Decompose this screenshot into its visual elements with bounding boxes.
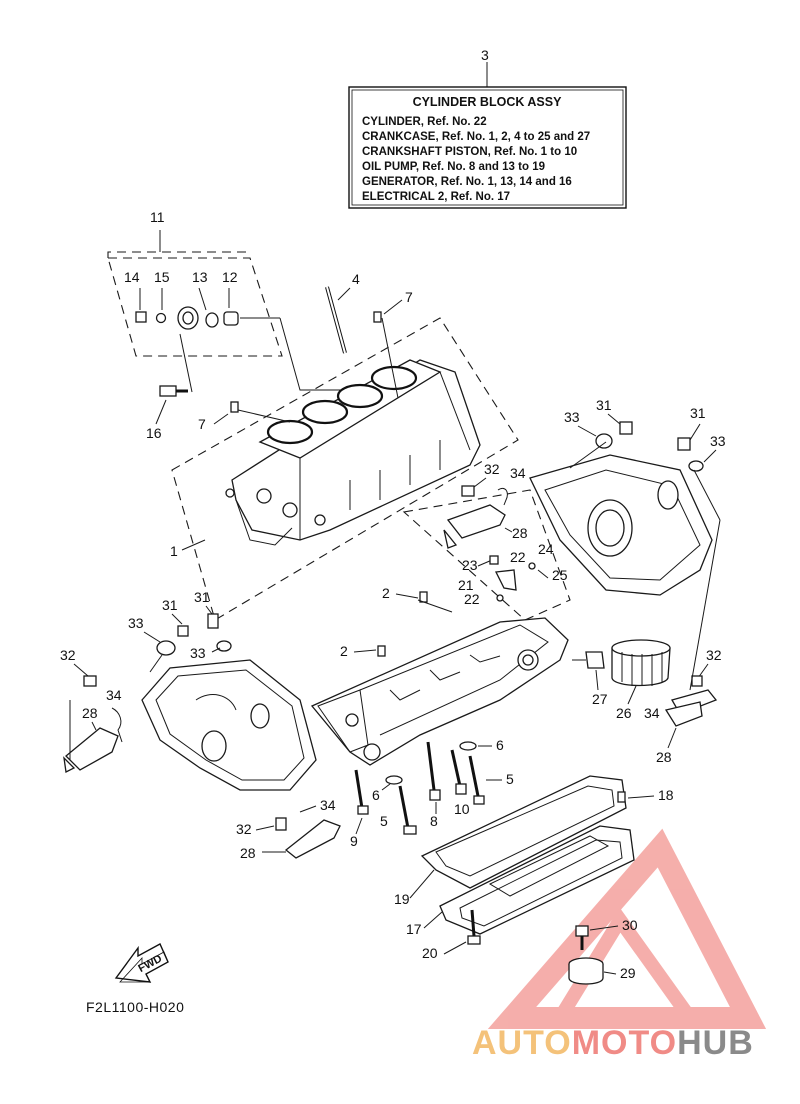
info-line-3: CRANKSHAFT PISTON, Ref. No. 1 to 10 xyxy=(362,146,577,158)
bracket-group-middle: 32 34 28 xyxy=(443,461,528,549)
callout-13: 13 xyxy=(192,269,208,285)
callout-33-left-a: 33 xyxy=(128,615,144,631)
callout-34-right: 34 xyxy=(644,705,660,721)
callout-27: 27 xyxy=(592,691,608,707)
info-box-title: CYLINDER BLOCK ASSY xyxy=(413,95,563,109)
callout-22-a: 22 xyxy=(510,549,526,565)
callout-34-left: 34 xyxy=(106,687,122,703)
callout-31-right-a: 31 xyxy=(596,397,612,413)
info-line-4: OIL PUMP, Ref. No. 8 and 13 to 19 xyxy=(362,161,545,173)
callout-31-left-b: 31 xyxy=(194,589,210,605)
watermark-part-3: HUB xyxy=(677,1024,754,1062)
callout-10: 10 xyxy=(454,801,470,817)
oil-pan-group: 18 19 17 20 xyxy=(394,775,674,961)
callout-21: 21 xyxy=(458,577,474,593)
callout-33-left-b: 33 xyxy=(190,645,206,661)
fwd-arrow-icon: FWD xyxy=(114,943,169,983)
oil-filter-group: 27 26 xyxy=(572,639,671,721)
generator-cover-right: 33 31 31 33 xyxy=(529,397,726,596)
callout-31-left-a: 31 xyxy=(162,597,178,613)
callout-20: 20 xyxy=(422,945,438,961)
info-line-5: GENERATOR, Ref. No. 1, 13, 14 and 16 xyxy=(362,176,572,188)
callout-29: 29 xyxy=(620,965,636,981)
drain-group: 30 29 xyxy=(568,917,638,985)
watermark-part-2: MOTO xyxy=(572,1024,677,1062)
crankcase-upper-group: 1 7 xyxy=(170,317,519,621)
callout-33-right-b: 33 xyxy=(710,433,726,449)
callout-34-mid: 34 xyxy=(510,465,526,481)
callout-30: 30 xyxy=(622,917,638,933)
callout-17: 17 xyxy=(406,921,422,937)
callout-32-left: 32 xyxy=(60,647,76,663)
callout-24: 24 xyxy=(538,541,554,557)
callout-4: 4 xyxy=(352,271,360,287)
assembly-info-box: 3 CYLINDER BLOCK ASSY CYLINDER, Ref. No.… xyxy=(348,47,627,209)
callout-7-lower: 7 xyxy=(198,416,206,432)
callout-28-mid: 28 xyxy=(512,525,528,541)
callout-18: 18 xyxy=(658,787,674,803)
callout-34-lower: 34 xyxy=(320,797,336,813)
callout-6-left: 6 xyxy=(372,787,380,803)
callout-19: 19 xyxy=(394,891,410,907)
callout-9: 9 xyxy=(350,833,358,849)
callout-31-right-b: 31 xyxy=(690,405,706,421)
callout-32-mid: 32 xyxy=(484,461,500,477)
generator-cover-left: 31 31 33 33 32 34 28 34 32 28 xyxy=(60,589,341,861)
callout-16: 16 xyxy=(146,425,162,441)
kit-11-group: 11 14 15 13 12 16 xyxy=(107,209,360,441)
callout-14: 14 xyxy=(124,269,140,285)
callout-2-upper: 2 xyxy=(382,585,390,601)
info-line-6: ELECTRICAL 2, Ref. No. 17 xyxy=(362,191,510,203)
svg-text:AUTOMOTOHUB: AUTOMOTOHUB xyxy=(472,1024,754,1062)
callout-15: 15 xyxy=(154,269,170,285)
callout-1: 1 xyxy=(170,543,178,559)
callout-6-right: 6 xyxy=(496,737,504,753)
lower-bolts-group: 9 5 8 6 10 5 6 xyxy=(350,737,514,849)
callout-3: 3 xyxy=(481,47,489,63)
info-line-1: CYLINDER, Ref. No. 22 xyxy=(362,116,487,128)
callout-32-lower: 32 xyxy=(236,821,252,837)
watermark-part-1: AUTO xyxy=(472,1024,572,1062)
crankcase-lower-group: 23 22 24 21 25 22 2 2 xyxy=(310,489,571,766)
callout-26: 26 xyxy=(616,705,632,721)
stud-bolt-4: 4 xyxy=(325,271,360,354)
callout-33-right-a: 33 xyxy=(564,409,580,425)
watermark-text: AUTOMOTOHUB xyxy=(472,1024,754,1062)
bracket-group-right: 32 34 28 xyxy=(644,519,722,765)
callout-25: 25 xyxy=(552,567,568,583)
callout-11: 11 xyxy=(150,209,165,225)
callout-28-right: 28 xyxy=(656,749,672,765)
callout-23: 23 xyxy=(462,557,478,573)
diagram-code: F2L1100-H020 xyxy=(86,999,184,1015)
callout-12: 12 xyxy=(222,269,238,285)
callout-7-upper: 7 xyxy=(405,289,413,305)
info-line-2: CRANKCASE, Ref. No. 1, 2, 4 to 25 and 27 xyxy=(362,131,590,143)
callout-32-right: 32 xyxy=(706,647,722,663)
callout-28-lower: 28 xyxy=(240,845,256,861)
callout-28-left: 28 xyxy=(82,705,98,721)
callout-8: 8 xyxy=(430,813,438,829)
callout-5-right: 5 xyxy=(506,771,514,787)
callout-5-left: 5 xyxy=(380,813,388,829)
callout-2-lower: 2 xyxy=(340,643,348,659)
callout-22-b: 22 xyxy=(464,591,480,607)
